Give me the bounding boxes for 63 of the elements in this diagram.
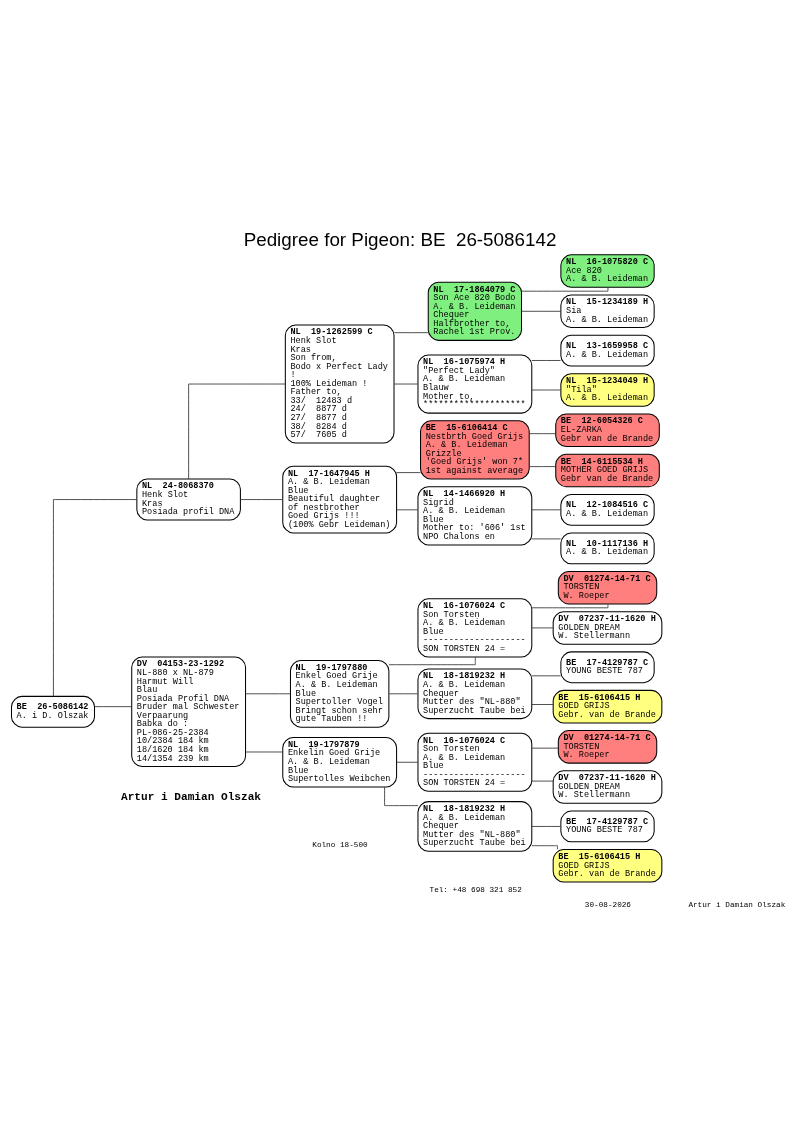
node-box: DV 01274-14-71 C TORSTEN W. Roeper	[557, 570, 658, 605]
connector	[94, 706, 132, 708]
connector	[531, 389, 561, 391]
node-box: NL 16-1075820 C Ace 820 A. & B. Leideman	[560, 254, 655, 288]
connector	[388, 656, 476, 666]
node-box: NL 10-1117136 H A. & B. Leideman	[560, 532, 655, 565]
connector	[396, 509, 419, 511]
connector	[531, 780, 554, 782]
node-box: BE 15-6106415 H GOED GRIJS Gebr. van de Brande	[552, 689, 663, 724]
node-box: NL 15-1234189 H Sia A. & B. Leideman	[560, 294, 655, 329]
node-box: NL 19-1797880 Enkel Goed Grije A. & B. Leideman Blue Supertoller Vogel Bringt schon sehr gute Tauben !!	[289, 659, 390, 728]
node-box: BE 17-4129787 C YOUNG BESTE 787	[560, 810, 655, 843]
node-box: BE 14-6115534 H MOTHER GOED GRIJS Gebr van de Brande	[555, 453, 660, 488]
node-box: NL 19-1797879 Enkelin Goed Grije A. & B. Leideman Blue Supertolles Weibchen	[282, 736, 398, 788]
node-box: BE 26-5086142 A. i D. Olszak	[10, 695, 95, 728]
connector	[531, 627, 554, 629]
node-box: DV 01274-14-71 C TORSTEN W. Roeper	[557, 730, 658, 764]
node-box: NL 17-1647945 H A. & B. Leideman Blue Beautiful daughter of nestbrother Goed Grijs !!! (100% Gebr Leideman)	[282, 465, 398, 534]
connector	[240, 499, 284, 500]
node-box: NL 19-1262599 C Henk Slot Kras Son from, Bodo x Perfect Lady ! 100% Leideman ! Father to, 33/ 12483 d 24/ 8877 d 27/ 8877 d 38/ 8284 d 57/ 7605 d	[284, 324, 395, 444]
connector	[531, 360, 561, 361]
connector	[393, 383, 419, 385]
node-box: NL 18-1819232 H A. & B. Leideman Chequer Mutter des "NL-880" Superzucht Taube bei	[417, 801, 533, 852]
connector	[521, 310, 562, 312]
connector	[531, 747, 559, 749]
connector	[531, 845, 558, 850]
connector	[531, 603, 609, 609]
node-box: NL 17-1864079 C Son Ace 820 Bodo A. & B. Leideman Chequer Halfbrother to, Rachel 1st Prov.	[427, 281, 523, 341]
node-box: BE 17-4129787 C YOUNG BESTE 787	[560, 651, 655, 684]
connector	[521, 287, 609, 292]
node-box: NL 18-1819232 H A. & B. Leideman Chequer Mutter des "NL-880" Superzucht Taube bei	[417, 668, 533, 720]
connector	[531, 675, 561, 677]
node-box: NL 14-1466920 H Sigrid A. & B. Leideman Blue Mother to: '606' 1st NPO Chalons en	[417, 486, 533, 546]
connector	[531, 826, 561, 827]
node-box: NL 16-1076024 C Son Torsten A. & B. Leideman Blue -------------------- SON TORSTEN 24 =	[417, 598, 533, 658]
node-box: NL 16-1075974 H "Perfect Lady" A. & B. Leideman Blauw Mother to, ********************	[417, 354, 533, 414]
connector	[384, 786, 419, 807]
node-box: BE 15-6106414 C Nestbrth Goed Grijs A. & B. Leideman Grizzle 'Goed Grijs' won 7* 1st against average	[420, 420, 530, 480]
connector	[188, 383, 286, 480]
node-box: DV 07237-11-1620 H GOLDEN DREAM W. Stellermann	[552, 770, 663, 804]
node-box: NL 12-1084516 C A. & B. Leideman	[560, 493, 655, 526]
connector	[529, 433, 556, 435]
node-box: NL 24-8068370 Henk Slot Kras Posiada profil DNA	[136, 478, 241, 521]
connector	[245, 693, 291, 695]
node-box: NL 15-1234049 H "Tila" A. & B. Leideman	[560, 373, 655, 407]
node-box: DV 04153-23-1292 NL-880 x NL-879 Harmut Will Blau Posiada Profil DNA Bruder mal Schwester Verpaarung Babka do : PL-086-25-2384 10/2384 184 km 18/1620 184 km 14/1354 239 km	[131, 656, 247, 768]
label: Artur i Damian Olszak	[121, 791, 262, 804]
connector	[396, 472, 421, 473]
connector	[531, 704, 554, 705]
diagram-title: Pedigree for Pigeon: BE 26-5086142	[243, 228, 557, 250]
connector	[531, 509, 561, 511]
node-box: BE 15-6106415 H GOED GRIJS Gebr. van de Brande	[552, 849, 663, 883]
connector	[245, 751, 284, 753]
node-box: BE 12-6054326 C EL-ZARKA Gebr van de Brande	[555, 413, 660, 447]
connector	[393, 332, 429, 334]
connector	[388, 693, 419, 695]
connector	[53, 499, 138, 697]
connector	[529, 466, 556, 468]
connector	[396, 761, 419, 763]
node-box: NL 13-1659958 C A. & B. Leideman	[560, 334, 655, 367]
node-box: NL 16-1076024 C Son Torsten A. & B. Leideman Blue -------------------- SON TORSTEN 24 =	[417, 732, 533, 792]
connector	[531, 538, 561, 540]
node-box: DV 07237-11-1620 H GOLDEN DREAM W. Stellermann	[552, 611, 663, 645]
